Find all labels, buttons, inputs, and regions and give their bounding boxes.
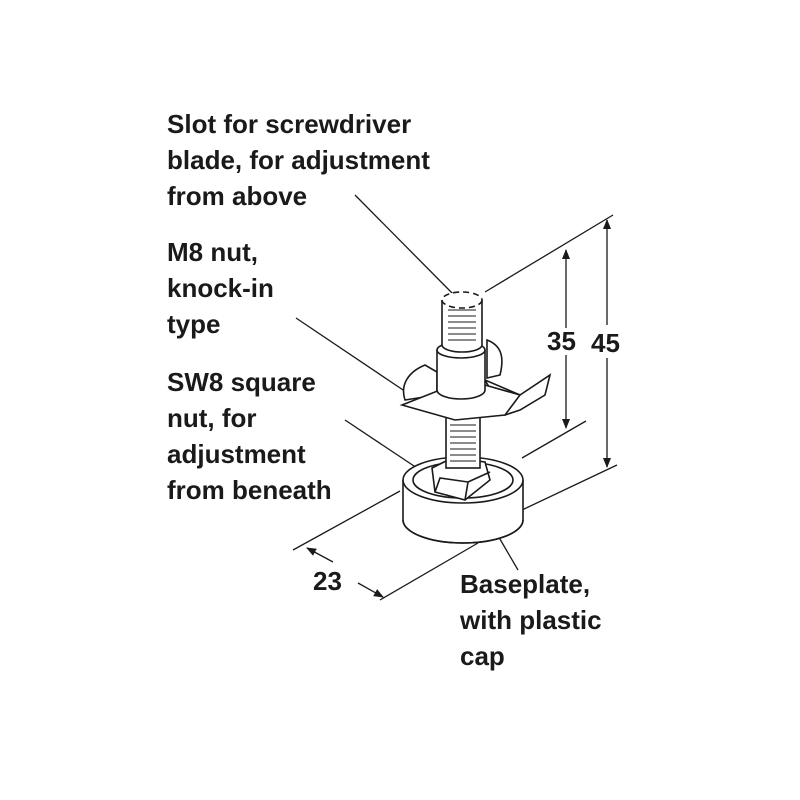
label-baseplate: Baseplate, with plastic cap <box>460 569 602 671</box>
leader-slot <box>354 194 456 297</box>
dimension-45-label: 45 <box>591 328 620 358</box>
dimension-35-label: 35 <box>547 326 576 356</box>
dimension-23-label: 23 <box>313 566 342 596</box>
dimension-23 <box>306 547 384 598</box>
foot-parts <box>399 291 552 544</box>
leader-m8-nut <box>295 317 413 397</box>
upper-thread <box>441 291 483 353</box>
label-m8-nut: M8 nut, knock-in type <box>167 237 274 339</box>
thread-hatching <box>448 309 476 462</box>
label-slot: Slot for screwdriver blade, for adjustme… <box>167 109 430 211</box>
m8-knock-in-nut <box>399 338 552 421</box>
label-sw8-nut: SW8 square nut, for adjustment from bene… <box>167 367 332 505</box>
lower-thread <box>445 411 481 469</box>
